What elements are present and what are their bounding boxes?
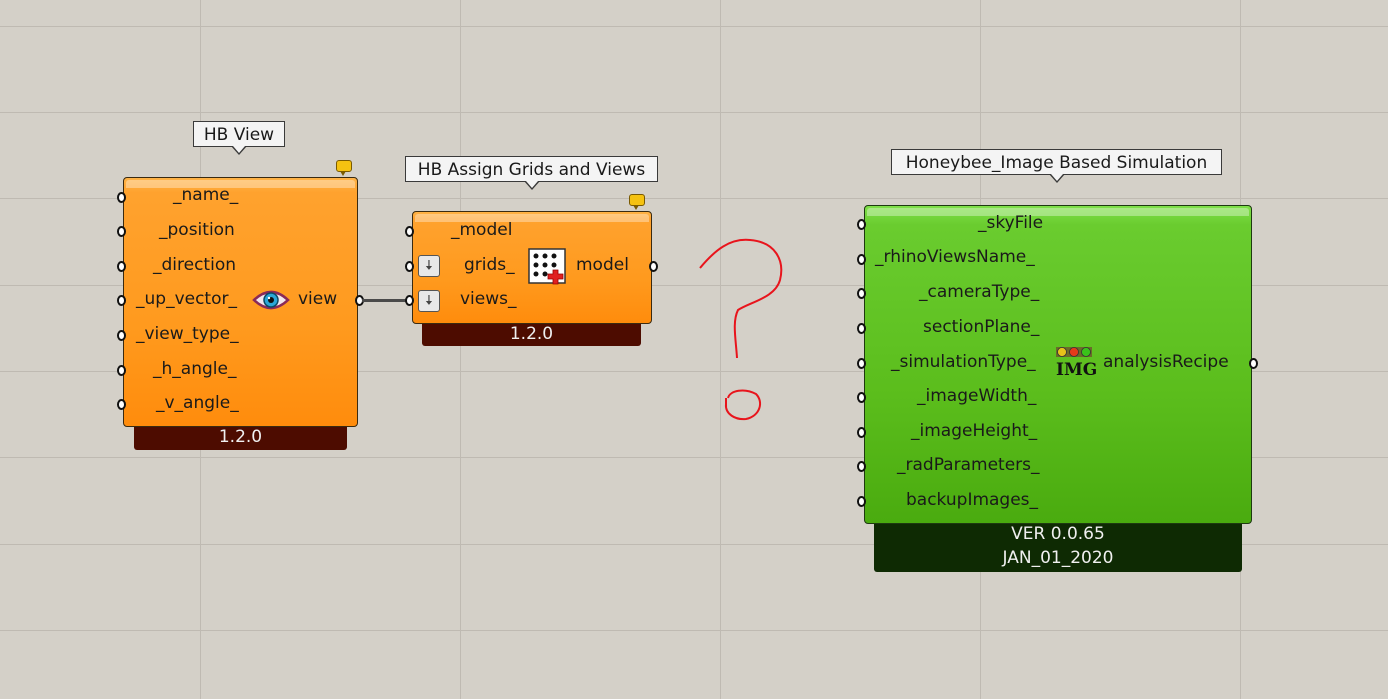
output-port-model[interactable] <box>649 261 658 272</box>
output-view-label: view <box>298 289 338 309</box>
hb-image-sim-version-bar: VER 0.0.65 JAN_01_2020 <box>874 518 1242 572</box>
comment-bubble-icon[interactable] <box>629 194 645 210</box>
input-port-view-type[interactable] <box>117 330 126 341</box>
hb-view-version: 1.2.0 <box>218 427 263 447</box>
input-direction: _direction <box>153 255 236 275</box>
input-h-angle: _h_angle_ <box>153 359 237 379</box>
input-backup-images: backupImages_ <box>906 490 1039 510</box>
input-port-image-height[interactable] <box>857 427 866 438</box>
wire-view-to-views[interactable] <box>362 299 408 302</box>
input-port-section-plane[interactable] <box>857 323 866 334</box>
input-views: views_ <box>460 289 517 309</box>
input-port-sky-file[interactable] <box>857 219 866 230</box>
input-position: _position <box>159 220 235 240</box>
input-port-h-angle[interactable] <box>117 365 126 376</box>
hb-image-sim-date: JAN_01_2020 <box>1002 548 1114 568</box>
input-port-image-width[interactable] <box>857 392 866 403</box>
input-port-simulation-type[interactable] <box>857 358 866 369</box>
hb-image-sim-title: Honeybee_Image Based Simulation <box>905 153 1208 173</box>
grid-points-icon <box>528 248 566 285</box>
input-port-v-angle[interactable] <box>117 399 126 410</box>
input-port-rhino-views-name[interactable] <box>857 254 866 265</box>
input-grids: grids_ <box>464 255 515 275</box>
input-port-position[interactable] <box>117 226 126 237</box>
flatten-down-arrow-icon[interactable]: 🠇 <box>418 290 440 312</box>
output-port-analysis-recipe[interactable] <box>1249 358 1258 369</box>
img-icon-text: IMG <box>1056 360 1098 380</box>
hb-image-sim-version: VER 0.0.65 <box>1011 524 1105 544</box>
eye-icon <box>252 290 290 310</box>
input-image-width: _imageWidth_ <box>917 386 1037 406</box>
hb-assign-version: 1.2.0 <box>509 324 554 344</box>
flatten-down-arrow-icon[interactable]: 🠇 <box>418 255 440 277</box>
input-port-grids[interactable] <box>405 261 414 272</box>
hb-assign-title-tag: HB Assign Grids and Views <box>405 156 658 190</box>
hb-view-title: HB View <box>203 125 275 145</box>
input-port-direction[interactable] <box>117 261 126 272</box>
img-simulation-icon: IMG <box>1054 345 1098 383</box>
question-mark-annotation <box>699 238 783 421</box>
input-port-views[interactable] <box>405 295 414 306</box>
input-model: _model <box>451 220 513 240</box>
hb-view-title-tag: HB View <box>193 121 285 155</box>
hb-assign-title: HB Assign Grids and Views <box>417 160 646 180</box>
input-v-angle: _v_angle_ <box>156 393 239 413</box>
input-port-model[interactable] <box>405 226 414 237</box>
input-port-up-vector[interactable] <box>117 295 126 306</box>
input-camera-type: _cameraType_ <box>919 282 1040 302</box>
input-port-name[interactable] <box>117 192 126 203</box>
input-image-height: _imageHeight_ <box>911 421 1038 441</box>
input-rhino-views-name: _rhinoViewsName_ <box>875 247 1035 267</box>
comment-bubble-icon[interactable] <box>336 160 352 176</box>
input-name: _name_ <box>173 185 239 205</box>
input-simulation-type: _simulationType_ <box>891 352 1036 372</box>
input-section-plane: sectionPlane_ <box>923 317 1040 337</box>
input-port-camera-type[interactable] <box>857 288 866 299</box>
output-analysis-recipe-label: analysisRecipe <box>1103 352 1229 372</box>
hb-image-sim-title-tag: Honeybee_Image Based Simulation <box>891 149 1222 183</box>
output-model-label: model <box>576 255 629 275</box>
input-sky-file: _skyFile <box>978 213 1044 233</box>
input-port-rad-parameters[interactable] <box>857 461 866 472</box>
input-port-backup-images[interactable] <box>857 496 866 507</box>
input-up-vector: _up_vector_ <box>136 289 237 309</box>
input-rad-parameters: _radParameters_ <box>897 455 1040 475</box>
input-view-type: _view_type_ <box>136 324 239 344</box>
